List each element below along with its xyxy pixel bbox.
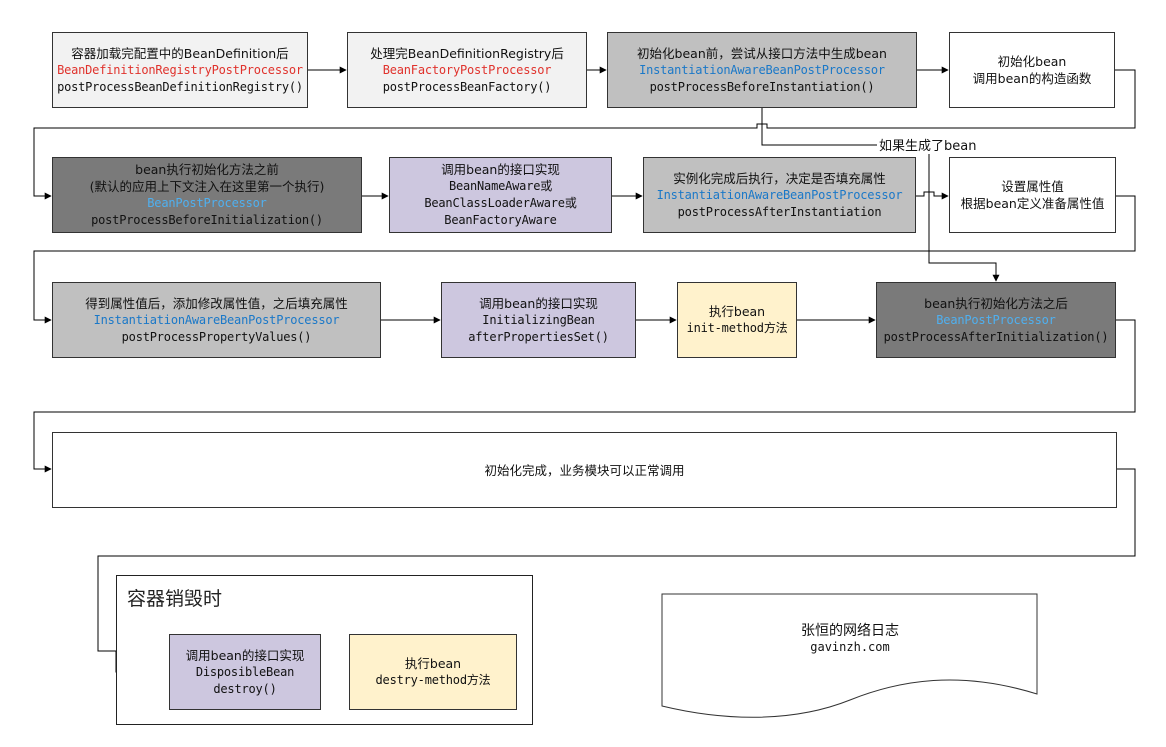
step-3-processor: InstantiationAwareBeanPostProcessor <box>639 62 885 77</box>
step-bean-factory-post-processor: 处理完BeanDefinitionRegistry后 BeanFactoryPo… <box>347 32 587 108</box>
step-12-processor: BeanPostProcessor <box>936 312 1056 327</box>
step-initializing-bean: 调用bean的接口实现 InitializingBean afterProper… <box>441 282 636 358</box>
step-6-line2: BeanNameAware或 <box>448 179 553 193</box>
step-before-initialization: bean执行初始化方法之前 (默认的应用上下文注入在这里第一个执行) BeanP… <box>52 157 362 233</box>
watermark-document-shape <box>661 593 1038 718</box>
step-8-line1: 设置属性值 <box>1001 179 1064 194</box>
step-11-line1: 执行bean <box>708 304 766 319</box>
step-10-line3: afterPropertiesSet() <box>468 329 609 344</box>
step-4-line2: 调用bean的构造函数 <box>972 71 1092 86</box>
step-bean-definition-registry: 容器加载完配置中的BeanDefinition后 BeanDefinitionR… <box>52 32 308 108</box>
step-after-instantiation: 实例化完成后执行，决定是否填充属性 InstantiationAwareBean… <box>643 157 916 233</box>
step-5-note: (默认的应用上下文注入在这里第一个执行) <box>89 179 325 194</box>
step-9-processor: InstantiationAwareBeanPostProcessor <box>93 312 340 327</box>
watermark: 张恒的网络日志 gavinzh.com <box>662 594 1038 704</box>
step-9-method: postProcessPropertyValues() <box>121 329 312 344</box>
step-12-method: postProcessAfterInitialization() <box>883 329 1109 344</box>
step-14-line3: destroy() <box>213 681 277 696</box>
step-1-method: postProcessBeanDefinitionRegistry() <box>57 79 303 94</box>
step-11-line2: init-method方法 <box>686 321 788 335</box>
step-7-method: postProcessAfterInstantiation <box>677 204 882 219</box>
arrow-8-9 <box>33 195 1136 324</box>
step-5-method: postProcessBeforeInitialization() <box>91 213 323 227</box>
branch-label: 如果生成了bean <box>877 135 979 154</box>
step-init-method: 执行bean init-method方法 <box>677 282 797 358</box>
step-1-desc: 容器加载完配置中的BeanDefinition后 <box>71 45 289 61</box>
step-1-processor: BeanDefinitionRegistryPostProcessor <box>57 62 303 77</box>
step-5-processor: BeanPostProcessor <box>147 196 267 210</box>
step-13-text: 初始化完成，业务模块可以正常调用 <box>484 462 685 478</box>
step-14-line1: 调用bean的接口实现 <box>185 647 305 663</box>
step-2-desc: 处理完BeanDefinitionRegistry后 <box>370 45 564 61</box>
step-2-processor: BeanFactoryPostProcessor <box>382 62 552 77</box>
step-disposable-bean: 调用bean的接口实现 DisposibleBean destroy() <box>169 634 321 710</box>
step-instantiate-bean: 初始化bean 调用bean的构造函数 <box>949 32 1115 108</box>
step-destroy-method: 执行bean destry-method方法 <box>349 634 517 710</box>
step-3-method: postProcessBeforeInstantiation() <box>649 79 875 94</box>
step-set-properties: 设置属性值 根据bean定义准备属性值 <box>949 157 1116 233</box>
branch-skip-arrow <box>761 108 1000 282</box>
step-10-line1: 调用bean的接口实现 <box>479 295 598 311</box>
step-8-line2: 根据bean定义准备属性值 <box>960 196 1105 211</box>
watermark-url: gavinzh.com <box>810 640 890 654</box>
step-9-desc: 得到属性值后，添加修改属性值，之后填充属性 <box>85 295 348 311</box>
destroy-group-title: 容器销毁时 <box>127 588 223 610</box>
step-before-instantiation: 初始化bean前，尝试从接口方法中生成bean InstantiationAwa… <box>607 32 917 108</box>
step-6-line1: 调用bean的接口实现 <box>441 162 560 177</box>
step-15-line2: destry-method方法 <box>375 673 491 687</box>
arrow-7-8 <box>916 191 949 200</box>
step-post-process-property-values: 得到属性值后，添加修改属性值，之后填充属性 InstantiationAware… <box>52 282 381 358</box>
step-2-method: postProcessBeanFactory() <box>382 79 552 94</box>
step-6-line3: BeanClassLoaderAware或 <box>424 196 577 210</box>
step-7-processor: InstantiationAwareBeanPostProcessor <box>656 187 903 202</box>
step-7-desc: 实例化完成后执行，决定是否填充属性 <box>673 170 886 186</box>
step-3-desc: 初始化bean前，尝试从接口方法中生成bean <box>637 45 887 61</box>
step-12-desc: bean执行初始化方法之后 <box>924 295 1068 311</box>
step-aware-interfaces: 调用bean的接口实现 BeanNameAware或 BeanClassLoad… <box>389 157 612 233</box>
step-4-line1: 初始化bean <box>997 54 1067 69</box>
step-5-desc: bean执行初始化方法之前 <box>135 162 279 177</box>
step-10-line2: InitializingBean <box>482 312 595 327</box>
step-14-line2: DisposibleBean <box>195 664 295 679</box>
watermark-title: 张恒的网络日志 <box>801 623 899 639</box>
step-15-line1: 执行bean <box>404 656 462 671</box>
step-initialization-complete: 初始化完成，业务模块可以正常调用 <box>52 432 1117 508</box>
step-6-line4: BeanFactoryAware <box>444 213 557 227</box>
arrow-12-13 <box>33 319 1136 473</box>
step-after-initialization: bean执行初始化方法之后 BeanPostProcessor postProc… <box>876 282 1116 358</box>
